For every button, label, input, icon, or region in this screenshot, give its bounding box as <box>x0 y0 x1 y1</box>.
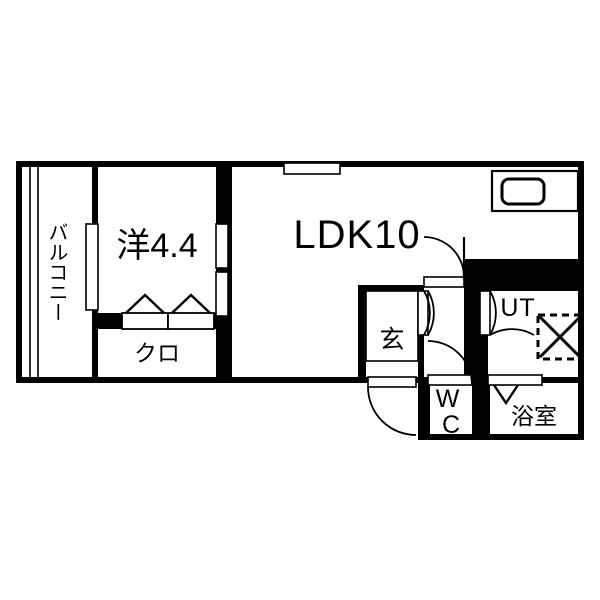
toilet-floor <box>430 383 472 434</box>
entry-door-icon <box>367 376 417 436</box>
toilet-letter-w: W <box>436 385 460 413</box>
balcony-railing <box>29 167 39 377</box>
entrance-floor <box>366 291 418 377</box>
room-label-entrance: 玄 <box>379 326 404 354</box>
washing-machine-pan-icon <box>536 313 584 361</box>
window-icon <box>283 162 341 175</box>
room-label-closet: クロ <box>134 340 180 366</box>
western-room-floor <box>98 167 216 313</box>
balcony-floor <box>22 167 92 377</box>
room-label-toilet: W C <box>436 385 467 439</box>
hinged-door-icon-entrance <box>417 290 435 336</box>
kitchen-sink-icon <box>500 177 546 206</box>
room-label-utility: UT <box>500 294 535 322</box>
room-label-western-room: 洋4.4 <box>116 227 197 265</box>
sliding-door-icon <box>215 223 229 317</box>
room-label-ldk: LDK10 <box>293 213 420 257</box>
bathroom-floor <box>490 383 578 434</box>
kitchen-counter <box>490 169 580 213</box>
room-label-bathroom: 浴室 <box>511 403 557 429</box>
ldk-floor-midright <box>232 167 464 285</box>
hinged-door-icon-toilet <box>427 340 473 386</box>
hinged-door-icon-utility <box>479 290 535 336</box>
toilet-letter-c: C <box>442 411 460 439</box>
closet-folding-door-icon <box>92 293 215 377</box>
sliding-sash-icon <box>85 223 99 311</box>
hinged-door-icon-ldk <box>423 236 466 288</box>
room-floors <box>22 167 578 434</box>
room-label-balcony: バルコニー <box>45 222 67 322</box>
bathroom-folding-door-icon <box>487 374 543 406</box>
closet-floor <box>98 329 216 377</box>
